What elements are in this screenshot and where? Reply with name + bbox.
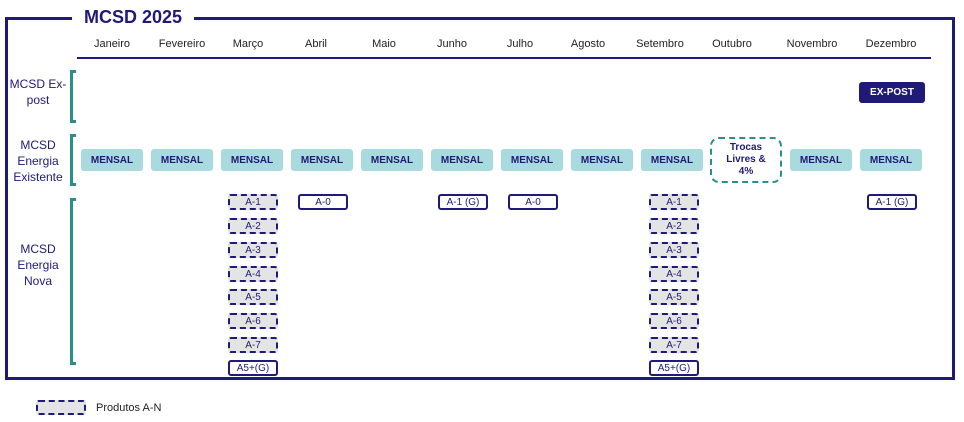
row-label-existente: MCSD Energia Existente [13, 138, 63, 184]
month-setembro: Setembro [636, 38, 684, 50]
expost-badge-dezembro: EX-POST [859, 82, 925, 103]
month-novembro: Novembro [786, 38, 838, 50]
month-abril: Abril [304, 38, 327, 50]
legend-swatch-dashed [36, 400, 86, 415]
product-a2-marco: A-2 [228, 218, 278, 234]
month-header-divider [77, 57, 931, 59]
month-fevereiro: Fevereiro [158, 38, 206, 50]
row-bracket-nova [70, 198, 76, 365]
product-a7-marco: A-7 [228, 337, 278, 353]
product-a4-setembro: A-4 [649, 266, 699, 282]
product-a5-marco: A-5 [228, 289, 278, 305]
row-bracket-existente [70, 134, 76, 186]
row-bracket-expost [70, 70, 76, 123]
product-a7-setembro: A-7 [649, 337, 699, 353]
legend-label: Produtos A-N [96, 402, 162, 414]
mensal-maio: MENSAL [361, 149, 423, 171]
product-a1g-junho: A-1 (G) [438, 194, 488, 210]
product-a5g-marco: A5+(G) [228, 360, 278, 376]
mensal-setembro: MENSAL [641, 149, 703, 171]
month-julho: Julho [506, 38, 534, 50]
mensal-marco: MENSAL [221, 149, 283, 171]
product-a6-marco: A-6 [228, 313, 278, 329]
row-label-nova: MCSD Energia Nova [17, 242, 59, 288]
trocas-livres-outubro: Trocas Livres & 4% [710, 137, 782, 183]
product-a1-marco: A-1 [228, 194, 278, 210]
product-a0-abril: A-0 [298, 194, 348, 210]
row-label-expost: MCSD Ex-post [9, 77, 67, 107]
mensal-novembro: MENSAL [790, 149, 852, 171]
mensal-julho: MENSAL [501, 149, 563, 171]
product-a3-setembro: A-3 [649, 242, 699, 258]
product-a0-julho: A-0 [508, 194, 558, 210]
month-marco: Março [232, 38, 264, 50]
mensal-dezembro: MENSAL [860, 149, 922, 171]
product-a3-marco: A-3 [228, 242, 278, 258]
product-a5-setembro: A-5 [649, 289, 699, 305]
mensal-abril: MENSAL [291, 149, 353, 171]
month-maio: Maio [372, 38, 396, 50]
page-title: MCSD 2025 [72, 6, 195, 28]
product-a4-marco: A-4 [228, 266, 278, 282]
mensal-janeiro: MENSAL [81, 149, 143, 171]
month-junho: Junho [437, 38, 467, 50]
product-a1g-dezembro: A-1 (G) [867, 194, 917, 210]
month-agosto: Agosto [570, 38, 606, 50]
mensal-fevereiro: MENSAL [151, 149, 213, 171]
product-a6-setembro: A-6 [649, 313, 699, 329]
mensal-agosto: MENSAL [571, 149, 633, 171]
month-janeiro: Janeiro [93, 38, 131, 50]
month-outubro: Outubro [712, 38, 752, 50]
product-a2-setembro: A-2 [649, 218, 699, 234]
product-a1-setembro: A-1 [649, 194, 699, 210]
timeline-frame [5, 17, 955, 380]
product-a5g-setembro: A5+(G) [649, 360, 699, 376]
mensal-junho: MENSAL [431, 149, 493, 171]
month-dezembro: Dezembro [865, 38, 917, 50]
